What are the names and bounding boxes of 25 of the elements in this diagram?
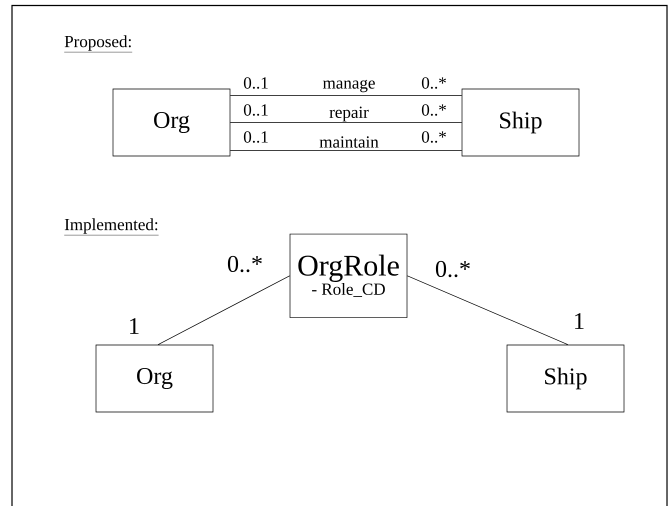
edge-label: repair: [328, 106, 370, 122]
multiplicity-label: 0..*: [422, 77, 446, 89]
multiplicity-label: 1: [575, 313, 584, 329]
class-box: OrgRole - Role_CD: [290, 234, 408, 318]
multiplicity-label: 0..*: [422, 104, 446, 116]
association-line: [230, 150, 462, 151]
edge-label: maintain: [318, 136, 380, 148]
association-line: [230, 95, 462, 96]
association-line: [158, 275, 290, 345]
multiplicity-label: 1: [130, 318, 139, 334]
class-box: Org: [112, 88, 230, 156]
section-heading: Implemented:: [64, 218, 159, 236]
multiplicity-label: 0..*: [228, 256, 262, 272]
multiplicity-label: 0..1: [244, 104, 268, 116]
association-line: [230, 122, 462, 123]
multiplicity-label: 0..1: [244, 77, 268, 89]
association-line: [407, 275, 568, 345]
multiplicity-label: 0..*: [422, 131, 446, 143]
edge-label: manage: [322, 79, 376, 93]
class-box: Ship: [462, 88, 580, 156]
class-box: Org: [96, 344, 214, 412]
multiplicity-label: 0..*: [436, 260, 470, 278]
section-heading: Proposed:: [64, 35, 132, 52]
class-box: Ship: [506, 344, 624, 412]
multiplicity-label: 0..1: [244, 131, 268, 143]
